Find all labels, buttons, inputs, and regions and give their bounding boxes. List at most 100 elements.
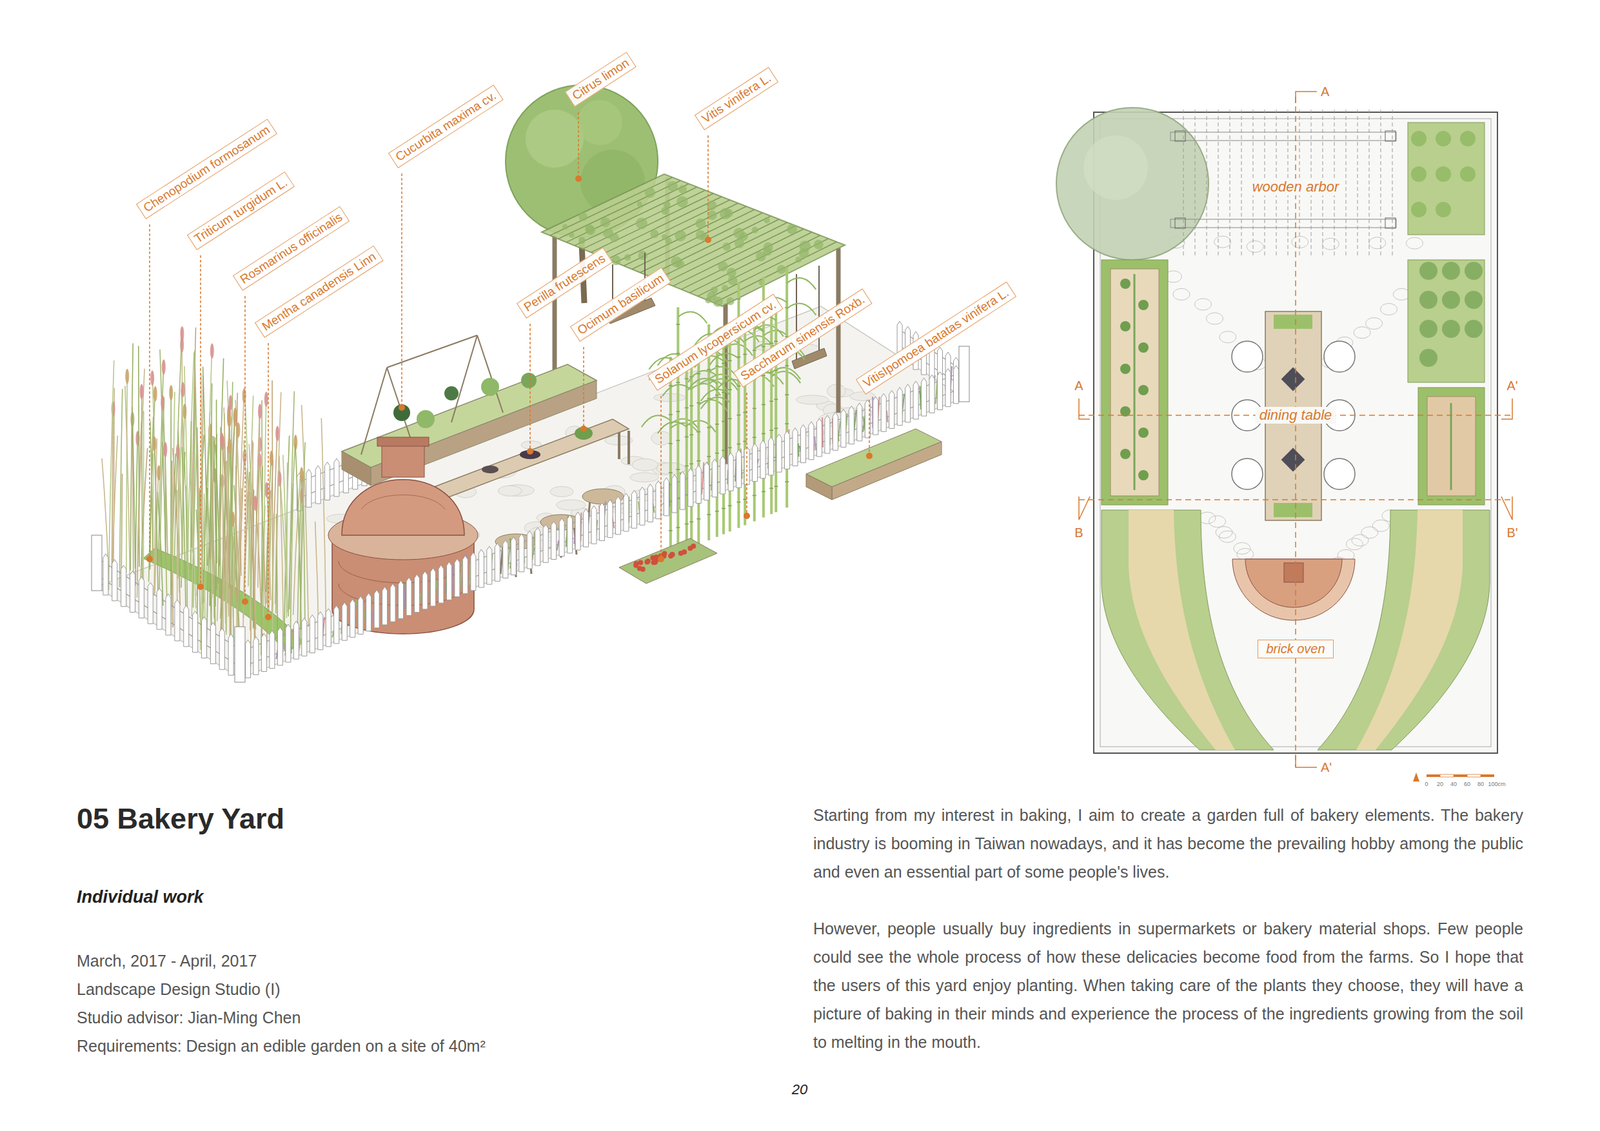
plan-curved-bed (1317, 510, 1490, 751)
leader-dot (580, 425, 587, 433)
plan-plant (1435, 166, 1452, 182)
picket-fence (315, 465, 321, 504)
sugarcane (677, 311, 707, 324)
border-plants (459, 559, 463, 589)
grain-field (125, 386, 131, 578)
section-line (1078, 91, 1513, 768)
plan-tree (1056, 107, 1209, 260)
picket-fence (551, 521, 557, 560)
plan-planter (1418, 387, 1485, 505)
leader-dot (146, 555, 153, 563)
leader-line (244, 296, 246, 602)
picket-fence (245, 639, 251, 678)
paving-stone (1405, 237, 1423, 249)
grain-field (290, 483, 293, 634)
picket-fence (535, 527, 541, 566)
picket-fence (414, 574, 420, 613)
plan-plant (1138, 385, 1149, 396)
paving-stone (1372, 519, 1390, 532)
leader-dot (743, 512, 751, 520)
plan-arbor (1385, 217, 1396, 229)
picket-fence (121, 565, 127, 607)
tomato-bed (637, 560, 643, 566)
scale-number: 60 (1463, 780, 1471, 788)
plant-label: Triticum turgidum L. (187, 171, 295, 251)
picket-fence (953, 365, 959, 404)
paving-stone (556, 499, 586, 511)
plan-plant (1411, 166, 1427, 182)
label-text: Vitis vinifera L. (699, 70, 774, 127)
sugarcane (784, 394, 789, 396)
wooden-arbor (713, 241, 837, 304)
sugarcane (689, 405, 694, 407)
plan-stool (1231, 458, 1263, 490)
picket-fence (138, 576, 144, 618)
picket-fence (293, 621, 299, 660)
sugarcane (728, 335, 732, 533)
scale-number: 40 (1450, 780, 1457, 788)
wooden-arbor (667, 181, 678, 192)
picket-fence (147, 582, 153, 624)
picket-fence (615, 496, 621, 535)
label-text: Perilla frutescens (521, 250, 609, 315)
wooden-arbor (578, 236, 586, 244)
grain-field (172, 392, 175, 571)
plan-label-box: brick oven (1257, 639, 1334, 659)
picket-fence (462, 555, 468, 594)
picket-fence (390, 583, 396, 622)
picket-fence (752, 443, 758, 482)
grain-field (170, 386, 172, 596)
picket-fence (736, 449, 742, 488)
plan-arbor (1241, 109, 1243, 256)
sugarcane (689, 434, 694, 436)
sugarcane (684, 465, 689, 467)
plan-plant (1464, 319, 1483, 338)
sugarcane (668, 472, 673, 474)
picket-fence (334, 458, 340, 497)
grain-field (125, 368, 129, 385)
picket-fence (567, 515, 573, 554)
sugarcane (784, 423, 789, 425)
wooden-arbor (578, 212, 587, 221)
wooden-arbor (550, 177, 673, 236)
brick-oven (381, 444, 425, 478)
sugarcane (784, 365, 789, 367)
picket-fence (599, 503, 605, 542)
tomato-bed (619, 538, 718, 584)
raised-planter (444, 386, 459, 401)
picket-fence (446, 561, 452, 600)
scale-bar (1440, 774, 1454, 778)
sugarcane (675, 439, 680, 442)
sugarcane (752, 350, 757, 352)
raised-planter (341, 451, 371, 486)
picket-fence (583, 508, 589, 547)
grain-field (230, 511, 235, 527)
sugarcane (728, 389, 732, 391)
sugarcane (715, 394, 720, 396)
plan-arbor (1183, 109, 1185, 256)
dining-table (481, 465, 499, 474)
picket-fence (647, 484, 653, 523)
picket-fence (897, 387, 903, 426)
picket-fence (857, 403, 863, 442)
picket-fence (228, 633, 234, 676)
plan-plant (1464, 261, 1483, 280)
border-plants (435, 579, 438, 597)
grain-field (227, 411, 231, 427)
plan-table (1273, 314, 1313, 329)
sugarcane (715, 423, 720, 425)
wooden-arbor (557, 180, 681, 239)
border-plants (701, 462, 704, 495)
picket-fence (174, 599, 180, 642)
grain-field (101, 326, 327, 669)
plan-arbor (1229, 109, 1231, 256)
sugarcane (688, 378, 718, 391)
leader-line (148, 224, 151, 560)
picket-fence (792, 428, 798, 467)
sugarcane (641, 266, 816, 557)
picket-fence (503, 540, 509, 579)
section-line (1501, 496, 1513, 520)
border-plants (822, 417, 823, 448)
picket-fence (607, 499, 613, 538)
wooden-arbor (632, 209, 755, 270)
